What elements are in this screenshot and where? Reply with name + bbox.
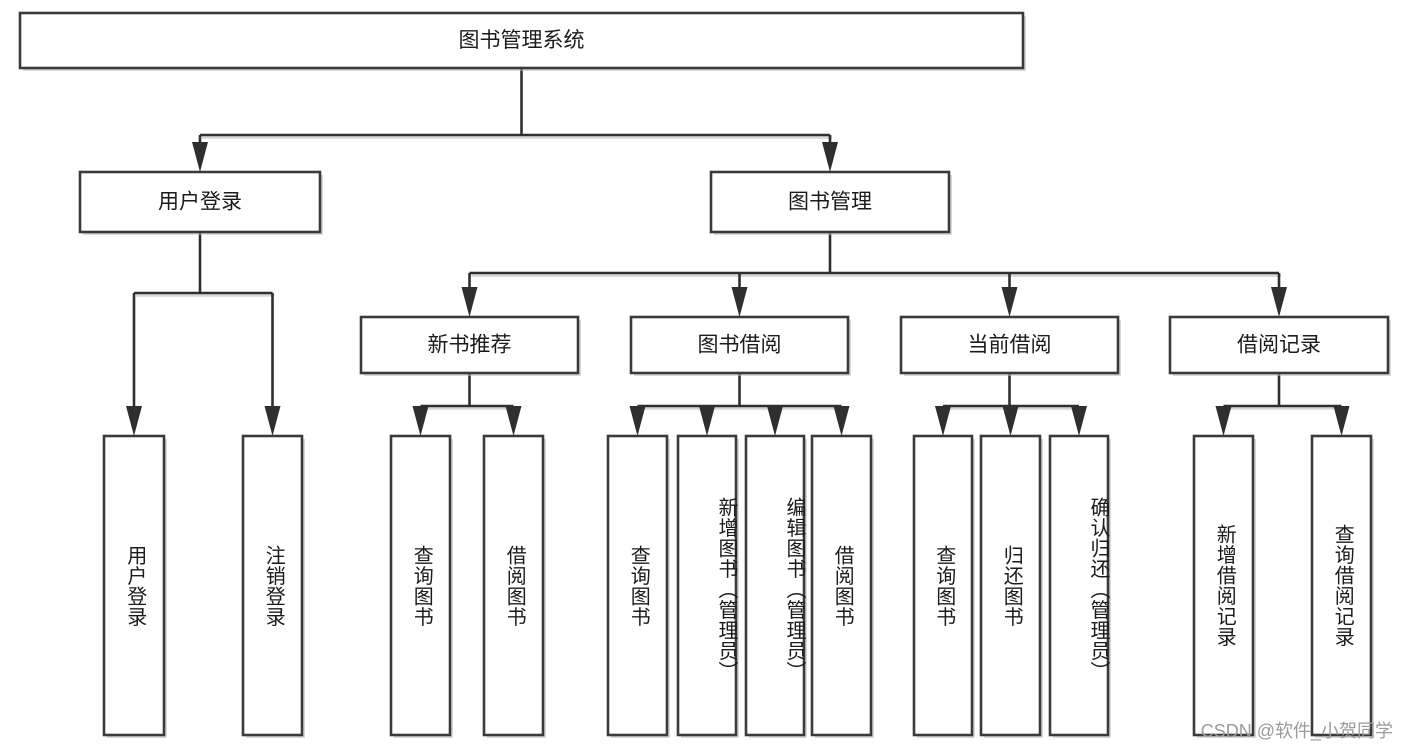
arrow-head-icon <box>264 406 281 436</box>
node-label-book-management: 图书管理 <box>788 191 872 214</box>
node-label-current-borrow: 当前借阅 <box>968 334 1052 357</box>
arrow-head-icon <box>833 406 850 436</box>
node-box-book-borrow[interactable] <box>629 315 850 375</box>
nodes-layer <box>18 11 1391 738</box>
node-box-leaf-record-add[interactable] <box>1192 434 1255 737</box>
node-label-root: 图书管理系统 <box>459 29 585 52</box>
node-label-borrow-record: 借阅记录 <box>1237 334 1321 357</box>
node-box-leaf-user-logout[interactable] <box>241 434 304 737</box>
node-label-book-borrow: 图书借阅 <box>698 334 782 357</box>
arrow-head-icon <box>699 406 715 436</box>
arrow-head-icon <box>1333 406 1350 436</box>
arrow-head-icon <box>1071 406 1087 436</box>
arrow-head-icon <box>412 406 429 436</box>
arrow-head-icon <box>126 406 142 436</box>
arrow-head-icon <box>629 406 646 436</box>
arrow-head-icon <box>822 142 838 172</box>
arrow-head-icon <box>192 142 208 172</box>
node-box-root[interactable] <box>18 11 1025 70</box>
arrow-head-icon <box>731 287 748 317</box>
node-box-leaf-record-query[interactable] <box>1310 434 1373 737</box>
arrow-head-icon <box>935 406 951 436</box>
node-box-leaf-borrow-add[interactable] <box>676 434 738 737</box>
node-box-book-management[interactable] <box>709 170 951 234</box>
arrow-head-icon <box>1215 406 1232 436</box>
node-label-new-book-recommend: 新书推荐 <box>428 334 512 357</box>
arrow-head-icon <box>1271 287 1287 317</box>
node-box-leaf-current-return[interactable] <box>979 434 1042 737</box>
connectors-layer <box>126 68 1350 436</box>
node-box-leaf-recommend-query[interactable] <box>389 434 452 737</box>
node-box-user-login[interactable] <box>78 170 322 234</box>
node-box-leaf-borrow-edit[interactable] <box>744 434 806 737</box>
arrow-head-icon <box>461 287 478 317</box>
node-box-leaf-recommend-borrow[interactable] <box>482 434 545 737</box>
node-box-leaf-borrow-query[interactable] <box>606 434 669 737</box>
node-box-leaf-current-query[interactable] <box>912 434 974 737</box>
node-box-borrow-record[interactable] <box>1168 315 1390 375</box>
node-box-current-borrow[interactable] <box>899 315 1120 375</box>
node-box-leaf-current-confirm[interactable] <box>1048 434 1110 737</box>
arrow-head-icon <box>505 406 522 436</box>
node-box-leaf-borrow-lend[interactable] <box>810 434 873 737</box>
arrow-head-icon <box>1001 287 1018 317</box>
node-box-leaf-user-login[interactable] <box>102 434 166 737</box>
arrow-head-icon <box>1002 406 1019 436</box>
arrow-head-icon <box>767 406 783 436</box>
node-label-user-login: 用户登录 <box>158 191 242 214</box>
node-box-new-book-recommend[interactable] <box>359 315 580 375</box>
watermark-text: CSDN @软件_小贺同学 <box>1200 721 1393 741</box>
